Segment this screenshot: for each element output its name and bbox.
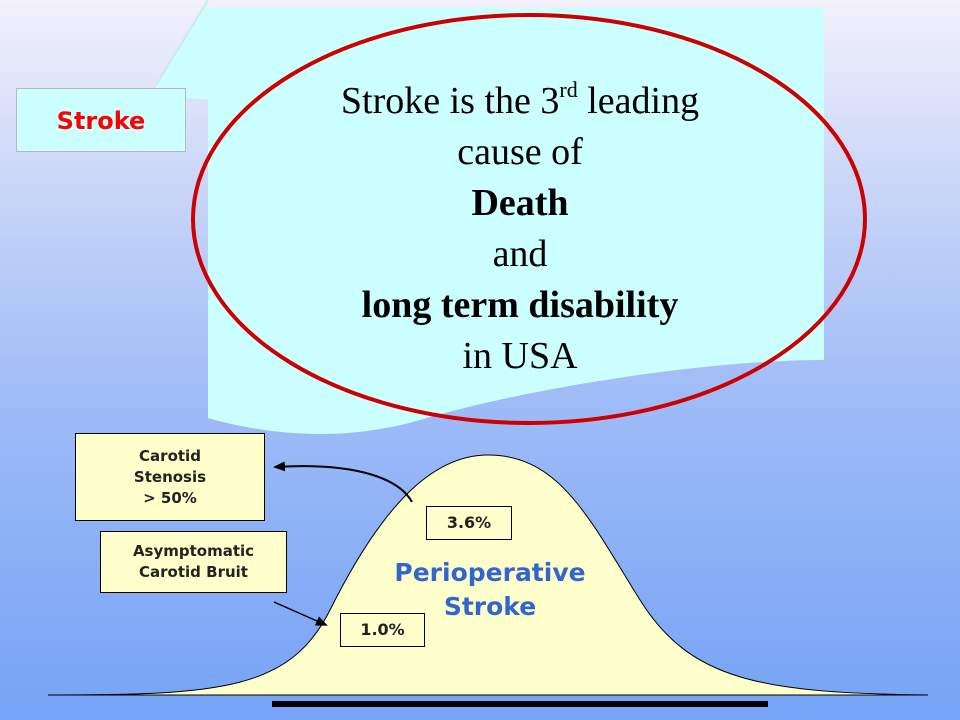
stroke-tag-label: Stroke [56, 107, 146, 135]
callout-line-1-end: leading [577, 80, 700, 122]
highlight-ellipse [191, 13, 867, 425]
bruit-line-2: Carotid Bruit [139, 563, 248, 581]
bruit-line-1: Asymptomatic [132, 542, 255, 560]
callout-line-1-start: Stroke is the 3 [340, 80, 560, 122]
percent-high-box: 3.6% [426, 506, 512, 540]
callout-pointer [150, 0, 210, 100]
periop-line-1: Perioperative [394, 558, 586, 587]
arrow-to-stenosis [273, 461, 413, 503]
callout-pointer-edge [149, 0, 209, 96]
stenosis-line-2: Stenosis [133, 467, 207, 486]
callout-text: Stroke is the 3rd leading cause of Death… [250, 76, 790, 382]
carotid-stenosis-box: Carotid Stenosis > 50% [75, 433, 265, 521]
distribution-curve [47, 454, 929, 696]
callout-line-2: cause of [457, 131, 583, 173]
speech-callout [208, 8, 824, 434]
callout-line-1: Stroke is the 3rd leading [250, 76, 790, 127]
callout-line-5: long term disability [361, 284, 679, 326]
stenosis-line-3: > 50% [143, 488, 197, 507]
callout-line-4: and [492, 233, 548, 275]
percent-high-label: 3.6% [446, 513, 492, 532]
carotid-bruit-box: Asymptomatic Carotid Bruit [100, 531, 287, 593]
base-bar [272, 701, 768, 707]
arrow-to-curve [273, 601, 328, 626]
callout-superscript: rd [559, 77, 578, 102]
percent-low-label: 1.0% [360, 620, 405, 639]
stroke-tag: Stroke [16, 88, 186, 152]
callout-line-6: in USA [462, 335, 578, 377]
perioperative-stroke-label: Perioperative Stroke [360, 556, 620, 624]
callout-line-3: Death [471, 182, 569, 224]
percent-low-box: 1.0% [340, 613, 425, 647]
stenosis-line-1: Carotid [139, 446, 201, 465]
periop-line-2: Stroke [443, 592, 537, 621]
